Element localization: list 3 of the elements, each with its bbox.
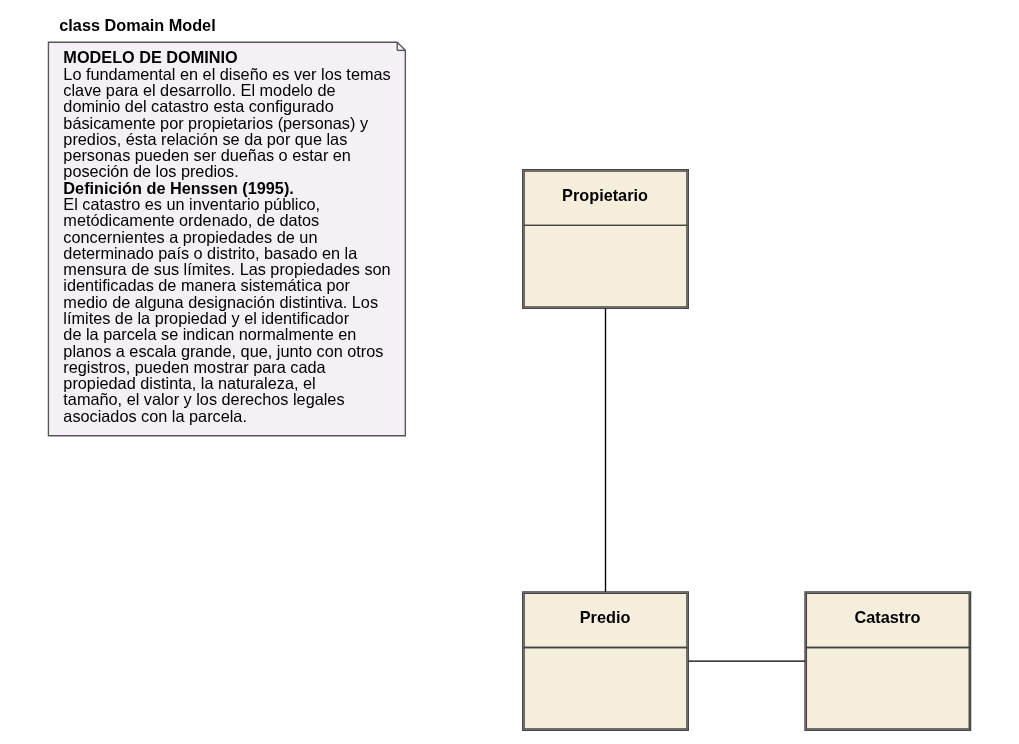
connector xyxy=(604,308,607,593)
connector xyxy=(688,660,806,662)
diagram-title: class Domain Model xyxy=(59,15,216,34)
